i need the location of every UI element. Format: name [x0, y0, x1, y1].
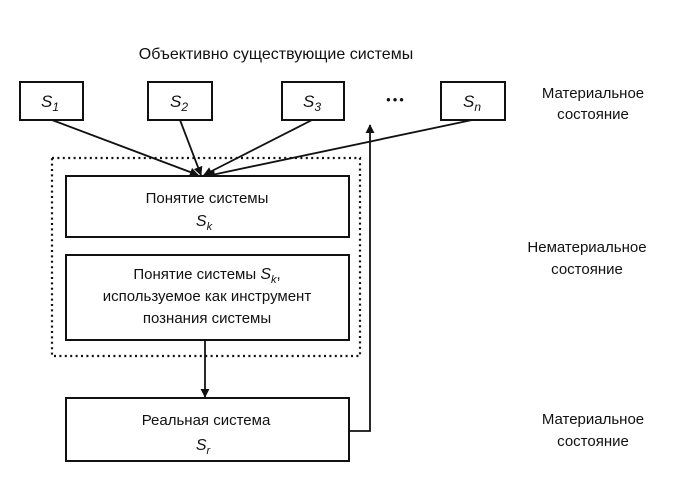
system-box-s2: S2 [147, 81, 213, 121]
real-system-label: Реальная система [142, 412, 271, 429]
instrument-label-prefix: Понятие системы [133, 266, 260, 283]
diagram-title: Объективно существующие системы [139, 46, 413, 63]
instrument-label-line2: используемое как инструмент [103, 288, 312, 305]
svg-text:Sr: Sr [196, 437, 212, 457]
immaterial-region [50, 156, 362, 358]
instrument-subscript: k [271, 274, 277, 286]
arrow-real-to-systems [349, 124, 375, 432]
svg-text:S1: S1 [41, 92, 59, 114]
concept-subscript: k [207, 221, 213, 233]
arrow-s1-to-concept [51, 119, 199, 177]
svg-text:Sk: Sk [196, 213, 213, 233]
ellipsis: ••• [386, 92, 406, 107]
arrow-s3-to-concept [203, 119, 313, 176]
instrument-label-line3: познания системы [143, 310, 271, 327]
system-symbol: S [170, 92, 182, 111]
arrow-sn-to-concept [206, 119, 473, 179]
system-subscript: 1 [52, 100, 59, 114]
state-label-material-bottom-2: состояние [557, 433, 629, 450]
system-box-s3: S3 [281, 81, 345, 121]
concept-symbol: S [196, 213, 207, 230]
real-system-subscript: r [207, 445, 212, 457]
svg-text:Sn: Sn [463, 92, 481, 114]
svg-text:Понятие системы Sk,: Понятие системы Sk, [133, 266, 280, 286]
system-symbol: S [303, 92, 315, 111]
system-subscript: 3 [314, 100, 321, 114]
state-label-material-top-2: состояние [557, 106, 629, 123]
system-box-sn: Sn [440, 81, 506, 121]
system-subscript: 2 [180, 100, 188, 114]
instrument-label-suffix: , [276, 266, 280, 283]
instrument-symbol: S [260, 266, 271, 283]
real-system-box: Реальная система Sr [65, 397, 350, 462]
system-symbol: S [41, 92, 53, 111]
state-label-immaterial-2: состояние [551, 261, 623, 278]
svg-text:S3: S3 [303, 92, 321, 114]
concept-box: Понятие системы Sk [65, 175, 350, 238]
concept-label: Понятие системы [146, 190, 269, 207]
real-system-symbol: S [196, 437, 207, 454]
system-symbol: S [463, 92, 475, 111]
svg-text:S2: S2 [170, 92, 188, 114]
instrument-box: Понятие системы Sk, используемое как инс… [65, 254, 350, 341]
system-box-s1: S1 [19, 81, 84, 121]
system-subscript: n [474, 100, 481, 114]
state-label-immaterial-1: Нематериальное [527, 239, 646, 256]
arrow-s2-to-concept [179, 119, 203, 176]
state-label-material-top-1: Материальное [542, 85, 644, 102]
state-label-material-bottom-1: Материальное [542, 411, 644, 428]
